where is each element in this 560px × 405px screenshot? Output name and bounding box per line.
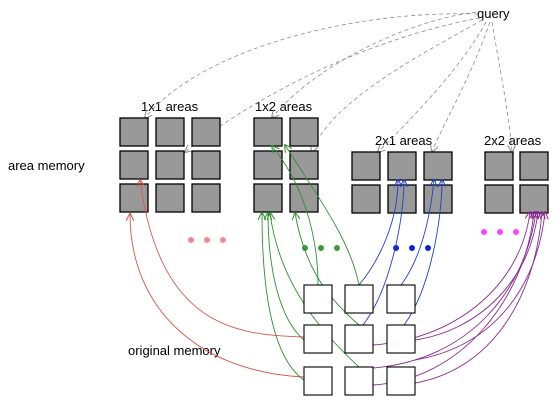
area-cell	[519, 184, 549, 214]
area-cell	[289, 183, 319, 213]
area-cell	[484, 151, 514, 181]
area-grid-1x2	[253, 117, 319, 213]
area-cell	[191, 183, 221, 213]
area-cell	[423, 184, 453, 214]
ellipsis-dots	[188, 229, 519, 251]
area-cell	[119, 183, 149, 213]
area-cell	[253, 183, 283, 213]
memory-cell	[303, 284, 333, 314]
dot-1x1	[204, 237, 210, 243]
area-cell	[155, 117, 185, 147]
area-grid-2x1	[351, 151, 453, 214]
purple-arrows	[372, 212, 545, 386]
dot-1x1	[188, 237, 194, 243]
area-cell	[119, 117, 149, 147]
memory-cell	[344, 366, 374, 396]
dot-2x1	[425, 245, 431, 251]
area-memory-label: area memory	[8, 158, 85, 173]
area-cell	[253, 117, 283, 147]
dot-1x2	[334, 245, 340, 251]
area-cell	[119, 150, 149, 180]
dot-2x2	[513, 229, 519, 235]
memory-cell	[386, 366, 416, 396]
original-memory-label: original memory	[128, 343, 221, 358]
memory-cell	[303, 366, 333, 396]
area-cell	[155, 183, 185, 213]
area-cell	[191, 150, 221, 180]
area-cell	[351, 184, 381, 214]
query-arrows	[145, 11, 512, 152]
memory-cell	[344, 284, 374, 314]
area-grid-1x1	[119, 117, 221, 213]
dot-2x1	[409, 245, 415, 251]
memory-cell	[344, 324, 374, 354]
area-cell	[519, 151, 549, 181]
group-1x2-label: 1x2 areas	[255, 99, 313, 114]
group-1x1-label: 1x1 areas	[141, 99, 199, 114]
dot-1x1	[220, 237, 226, 243]
area-grid-2x2	[484, 151, 549, 214]
area-cell	[423, 151, 453, 181]
memory-cell	[386, 324, 416, 354]
dot-1x2	[318, 245, 324, 251]
original-memory-grid	[303, 284, 416, 396]
area-cell	[289, 117, 319, 147]
memory-cell	[386, 284, 416, 314]
area-cell	[387, 151, 417, 181]
memory-cell	[303, 324, 333, 354]
area-cell	[484, 184, 514, 214]
group-2x2-label: 2x2 areas	[484, 133, 542, 148]
area-cell	[191, 117, 221, 147]
red-arrows	[130, 180, 305, 378]
area-cell	[155, 150, 185, 180]
area-cell	[253, 150, 283, 180]
group-2x1-label: 2x1 areas	[375, 133, 433, 148]
dot-2x2	[497, 229, 503, 235]
dot-2x2	[481, 229, 487, 235]
area-cell	[351, 151, 381, 181]
query-label: query	[477, 6, 510, 21]
